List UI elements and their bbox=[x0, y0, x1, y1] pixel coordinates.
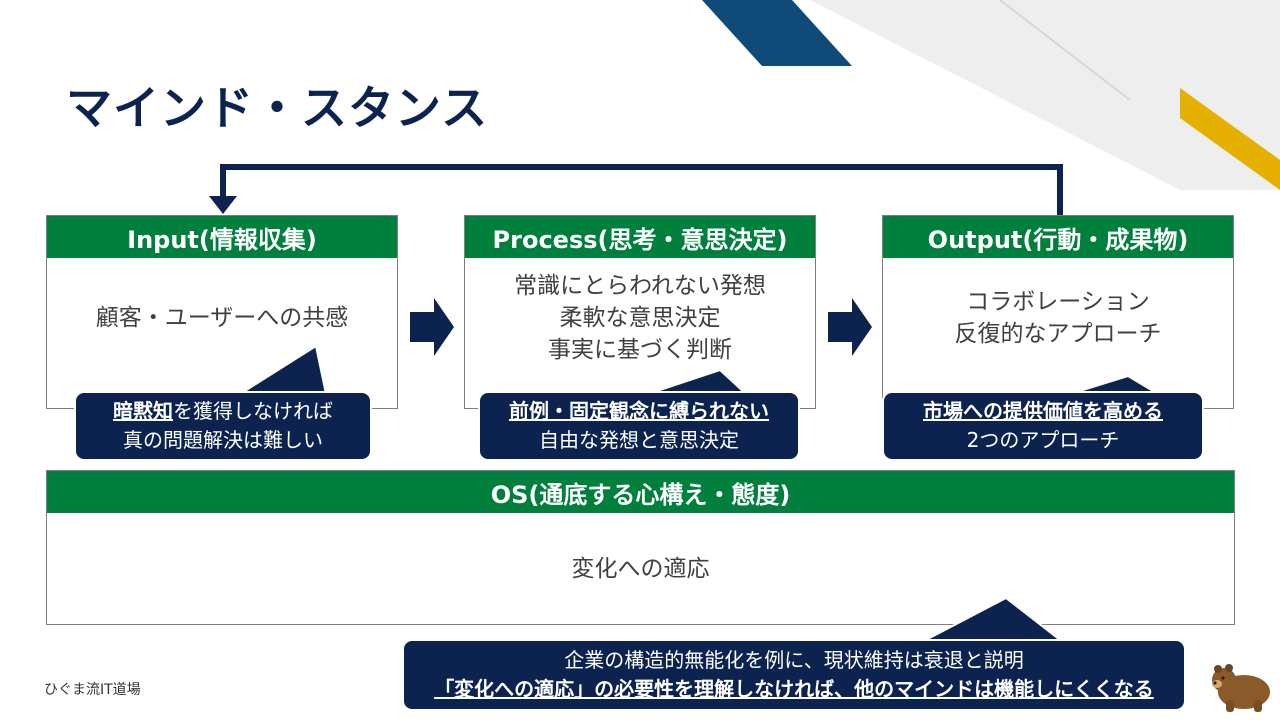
bear-logo-icon bbox=[1212, 664, 1270, 712]
output-box-body: コラボレーション 反復的なアプローチ bbox=[883, 258, 1233, 408]
output-box-line: 反復的なアプローチ bbox=[954, 321, 1162, 347]
process-box: Process(思考・意思決定) 常識にとらわれない発想 柔軟な意思決定 事実に… bbox=[464, 215, 816, 409]
output-callout-line1: 市場への提供価値を高める bbox=[884, 397, 1202, 426]
output-callout-emphasis: 市場への提供価値を高める bbox=[923, 399, 1163, 423]
input-box-body: 顧客・ユーザーへの共感 bbox=[47, 258, 397, 408]
input-callout: 暗黙知を獲得しなければ 真の問題解決は難しい bbox=[74, 391, 372, 461]
input-callout-line2: 真の問題解決は難しい bbox=[123, 428, 323, 452]
input-box-line: 顧客・ユーザーへの共感 bbox=[95, 305, 349, 331]
input-callout-text: を獲得しなければ bbox=[173, 399, 333, 423]
process-callout-line1: 前例・固定観念に縛られない bbox=[480, 397, 798, 426]
process-box-header: Process(思考・意思決定) bbox=[465, 216, 815, 258]
os-box-line: 変化への適応 bbox=[571, 555, 710, 582]
process-box-line: 常識にとらわれない発想 bbox=[514, 273, 766, 299]
input-callout-emphasis: 暗黙知 bbox=[113, 399, 173, 423]
right-arrow-icon bbox=[410, 298, 454, 356]
output-callout: 市場への提供価値を高める 2つのアプローチ bbox=[882, 391, 1204, 461]
input-box: Input(情報収集) 顧客・ユーザーへの共感 bbox=[46, 215, 398, 409]
output-callout-line2: 2つのアプローチ bbox=[966, 428, 1120, 452]
os-box-header: OS(通底する心構え・態度) bbox=[47, 471, 1234, 513]
process-box-line: 柔軟な意思決定 bbox=[559, 305, 721, 331]
output-box-line: コラボレーション bbox=[966, 289, 1150, 315]
process-callout: 前例・固定観念に縛られない 自由な発想と意思決定 bbox=[478, 391, 800, 461]
bottom-callout-line1: 企業の構造的無能化を例に、現状維持は衰退と説明 bbox=[564, 648, 1024, 672]
right-arrow-icon bbox=[828, 298, 872, 356]
output-box: Output(行動・成果物) コラボレーション 反復的なアプローチ bbox=[882, 215, 1234, 409]
brand-label: ひぐま流IT道場 bbox=[44, 682, 141, 698]
os-box-body: 変化への適応 bbox=[47, 513, 1234, 624]
bottom-callout: 企業の構造的無能化を例に、現状維持は衰退と説明 「変化への適応」の必要性を理解し… bbox=[402, 639, 1186, 711]
os-box: OS(通底する心構え・態度) 変化への適応 bbox=[46, 470, 1235, 625]
process-callout-line2: 自由な発想と意思決定 bbox=[539, 428, 739, 452]
bottom-callout-line2: 「変化への適応」の必要性を理解しなければ、他のマインドは機能しにくくなる bbox=[434, 677, 1154, 701]
page-title: マインド・スタンス bbox=[66, 81, 489, 135]
output-box-header: Output(行動・成果物) bbox=[883, 216, 1233, 258]
process-box-body: 常識にとらわれない発想 柔軟な意思決定 事実に基づく判断 bbox=[465, 258, 815, 408]
input-callout-line1: 暗黙知を獲得しなければ bbox=[76, 397, 370, 426]
input-box-header: Input(情報収集) bbox=[47, 216, 397, 258]
process-box-line: 事実に基づく判断 bbox=[548, 337, 732, 363]
process-callout-emphasis: 前例・固定観念に縛られない bbox=[509, 399, 769, 423]
